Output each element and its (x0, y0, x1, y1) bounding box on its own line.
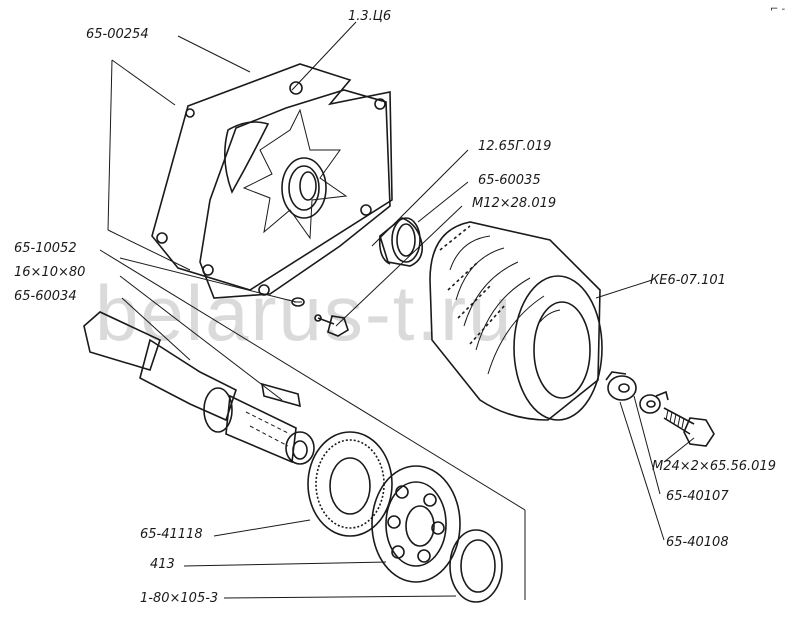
lock-washer-icon (605, 371, 669, 414)
label-gear-ring: 65-41118 (140, 527, 203, 542)
bolt-small-icon (314, 314, 349, 337)
label-key: 16×10×80 (14, 265, 85, 280)
gear-ring-icon (307, 431, 393, 537)
bolt-large-icon (663, 407, 715, 447)
snap-ring-icon (449, 529, 503, 603)
watermark-text: belarus-t.ru (95, 269, 514, 357)
assembly-axis-lines (99, 59, 526, 600)
label-washer-bottom: 65-40108 (666, 535, 729, 550)
label-bearing: 413 (150, 557, 175, 572)
bushing-icon (378, 217, 424, 267)
label-lock-washer: 65-40107 (666, 489, 729, 504)
label-cover-plate: 65-00254 (86, 27, 149, 42)
leader-lines (119, 21, 695, 599)
label-shaft: 65-60034 (14, 289, 77, 304)
clutch-pack-icon (429, 221, 603, 421)
label-clutch-pack: КЕ6-07.101 (650, 273, 726, 288)
label-shaft-part: 65-10052 (14, 241, 77, 256)
key-icon (261, 382, 301, 408)
shaft-icon (83, 311, 315, 465)
label-bolt-large: М24×2×65.56.019 (652, 459, 776, 474)
cover-plate-icon (151, 63, 393, 299)
label-washer-top: 65-60035 (478, 173, 541, 188)
bearing-icon (371, 465, 461, 583)
label-gasket-top: 1.3.Ц6 (348, 9, 391, 24)
label-bolt-small: М12×28.019 (472, 196, 556, 211)
label-ring: 1-80×105-3 (140, 591, 218, 606)
corner-mark: ⌐ - (770, 4, 786, 15)
label-bushing: 12.65Г.019 (478, 139, 551, 154)
